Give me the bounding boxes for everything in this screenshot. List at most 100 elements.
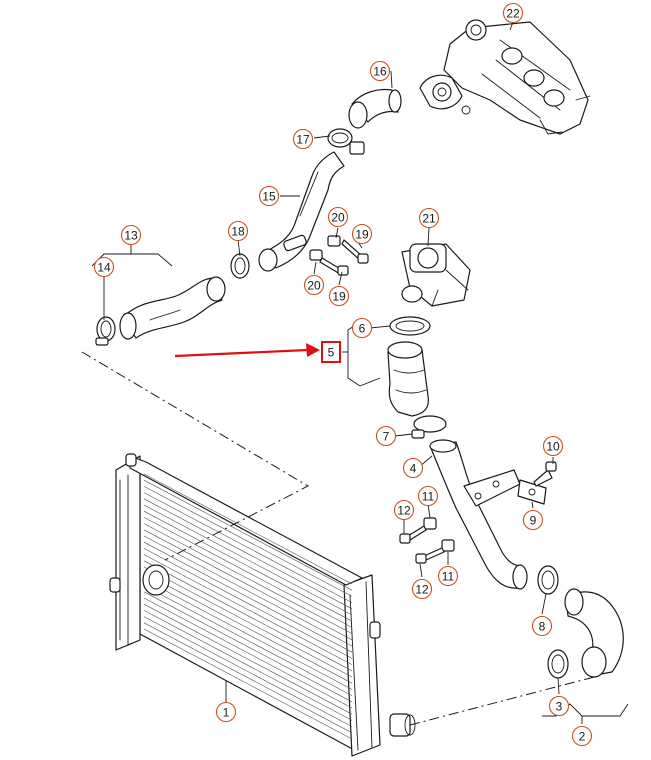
callout-label: 21 <box>422 212 436 226</box>
callout-label: 6 <box>359 322 366 336</box>
callout-circle <box>93 256 115 278</box>
callout-c12a: 12 <box>393 499 415 521</box>
callout-circle <box>292 128 314 150</box>
hose-16 <box>348 88 402 129</box>
callout-c8: 8 <box>531 615 553 637</box>
callout-label: 22 <box>506 7 520 21</box>
callout-circle <box>258 185 280 207</box>
callout-c13: 13 <box>120 224 142 246</box>
hose-clamp-7 <box>411 415 447 439</box>
callout-circle <box>531 615 553 637</box>
radiator-fin <box>143 479 353 591</box>
leader-lines <box>91 21 629 724</box>
callout-label: 17 <box>296 133 310 147</box>
callout-label: 18 <box>231 225 245 239</box>
hose-clamp-17 <box>327 128 353 148</box>
radiator-fin <box>143 492 353 603</box>
radiator-fin <box>143 498 353 610</box>
callout-c19a: 19 <box>351 223 373 245</box>
callout-circle <box>369 60 391 82</box>
callout-circle <box>351 223 373 245</box>
radiator-fin <box>143 548 353 659</box>
callout-c10: 10 <box>542 435 564 457</box>
radiator-fin <box>143 610 353 721</box>
callout-c2: 2 <box>571 725 593 747</box>
callout-label: 19 <box>355 228 369 242</box>
callout-c20a: 20 <box>327 206 349 228</box>
callout-label: 11 <box>442 570 455 584</box>
radiator-fin <box>143 535 353 647</box>
callout-label: 11 <box>422 490 435 504</box>
callout-c5: 5 <box>321 341 341 363</box>
callout-label: 12 <box>415 583 429 597</box>
callout-c11b: 11 <box>437 565 459 587</box>
callout-circle <box>418 207 440 229</box>
hose-5 <box>387 341 429 417</box>
radiator-fin <box>143 517 353 628</box>
callout-label: 2 <box>579 730 586 744</box>
radiator-fin <box>143 591 353 703</box>
callout-label: 9 <box>530 514 537 528</box>
callout-c6: 6 <box>351 317 373 339</box>
hose-clamp-3 <box>547 649 569 679</box>
radiator-fin <box>143 486 353 597</box>
callout-circle <box>522 509 544 531</box>
callout-label: 14 <box>97 261 111 275</box>
callout-c14: 14 <box>93 256 115 278</box>
callout-circle <box>328 285 350 307</box>
hose-clamp-8 <box>537 565 559 595</box>
radiator-fin <box>143 541 353 653</box>
callout-label: 12 <box>397 504 411 518</box>
callout-c15: 15 <box>258 185 280 207</box>
callout-circle <box>120 224 142 246</box>
callout-c21: 21 <box>418 207 440 229</box>
callout-circle <box>437 565 459 587</box>
callout-c22: 22 <box>502 2 524 24</box>
callout-circle <box>375 425 397 447</box>
callout-label: 3 <box>556 700 563 714</box>
callout-circle <box>548 695 570 717</box>
callout-label: 4 <box>410 462 417 476</box>
radiator-fin <box>143 622 353 734</box>
hose-13 <box>119 276 226 340</box>
callout-c16: 16 <box>369 60 391 82</box>
throttle-body-21 <box>401 243 471 307</box>
callout-label: 15 <box>262 190 276 204</box>
callout-circle <box>215 701 237 723</box>
callout-circle <box>402 457 424 479</box>
callout-circle <box>502 2 524 24</box>
callout-c11a: 11 <box>417 485 439 507</box>
callout-c9: 9 <box>522 509 544 531</box>
callout-c7: 7 <box>375 425 397 447</box>
callout-circle <box>303 274 325 296</box>
callout-c12b: 12 <box>411 578 433 600</box>
callout-label: 19 <box>332 290 346 304</box>
callout-label: 20 <box>307 279 321 293</box>
radiator-fin <box>143 473 353 585</box>
callout-label: 13 <box>124 229 138 243</box>
radiator-fin <box>143 603 353 715</box>
callout-label: 16 <box>373 65 387 79</box>
radiator-fin <box>143 566 353 678</box>
bolts-19-20 <box>309 235 369 276</box>
callout-circle <box>542 435 564 457</box>
radiator-fin <box>143 572 353 684</box>
callout-c4: 4 <box>402 457 424 479</box>
hose-clamp-18 <box>230 253 250 279</box>
bolt-10 <box>533 461 557 487</box>
callout-c20b: 20 <box>303 274 325 296</box>
hose-2 <box>564 588 624 678</box>
radiator-fin <box>143 504 353 616</box>
radiator-fin <box>143 597 353 709</box>
radiator-fin <box>143 628 353 740</box>
turbocharger-22 <box>419 19 591 135</box>
callout-circle <box>417 485 439 507</box>
callout-label: 10 <box>546 440 560 454</box>
callout-c3: 3 <box>548 695 570 717</box>
callout-box-highlight <box>321 341 341 363</box>
radiator-fin <box>143 585 353 696</box>
radiator-fin <box>143 510 353 622</box>
radiator-fin <box>143 616 353 727</box>
